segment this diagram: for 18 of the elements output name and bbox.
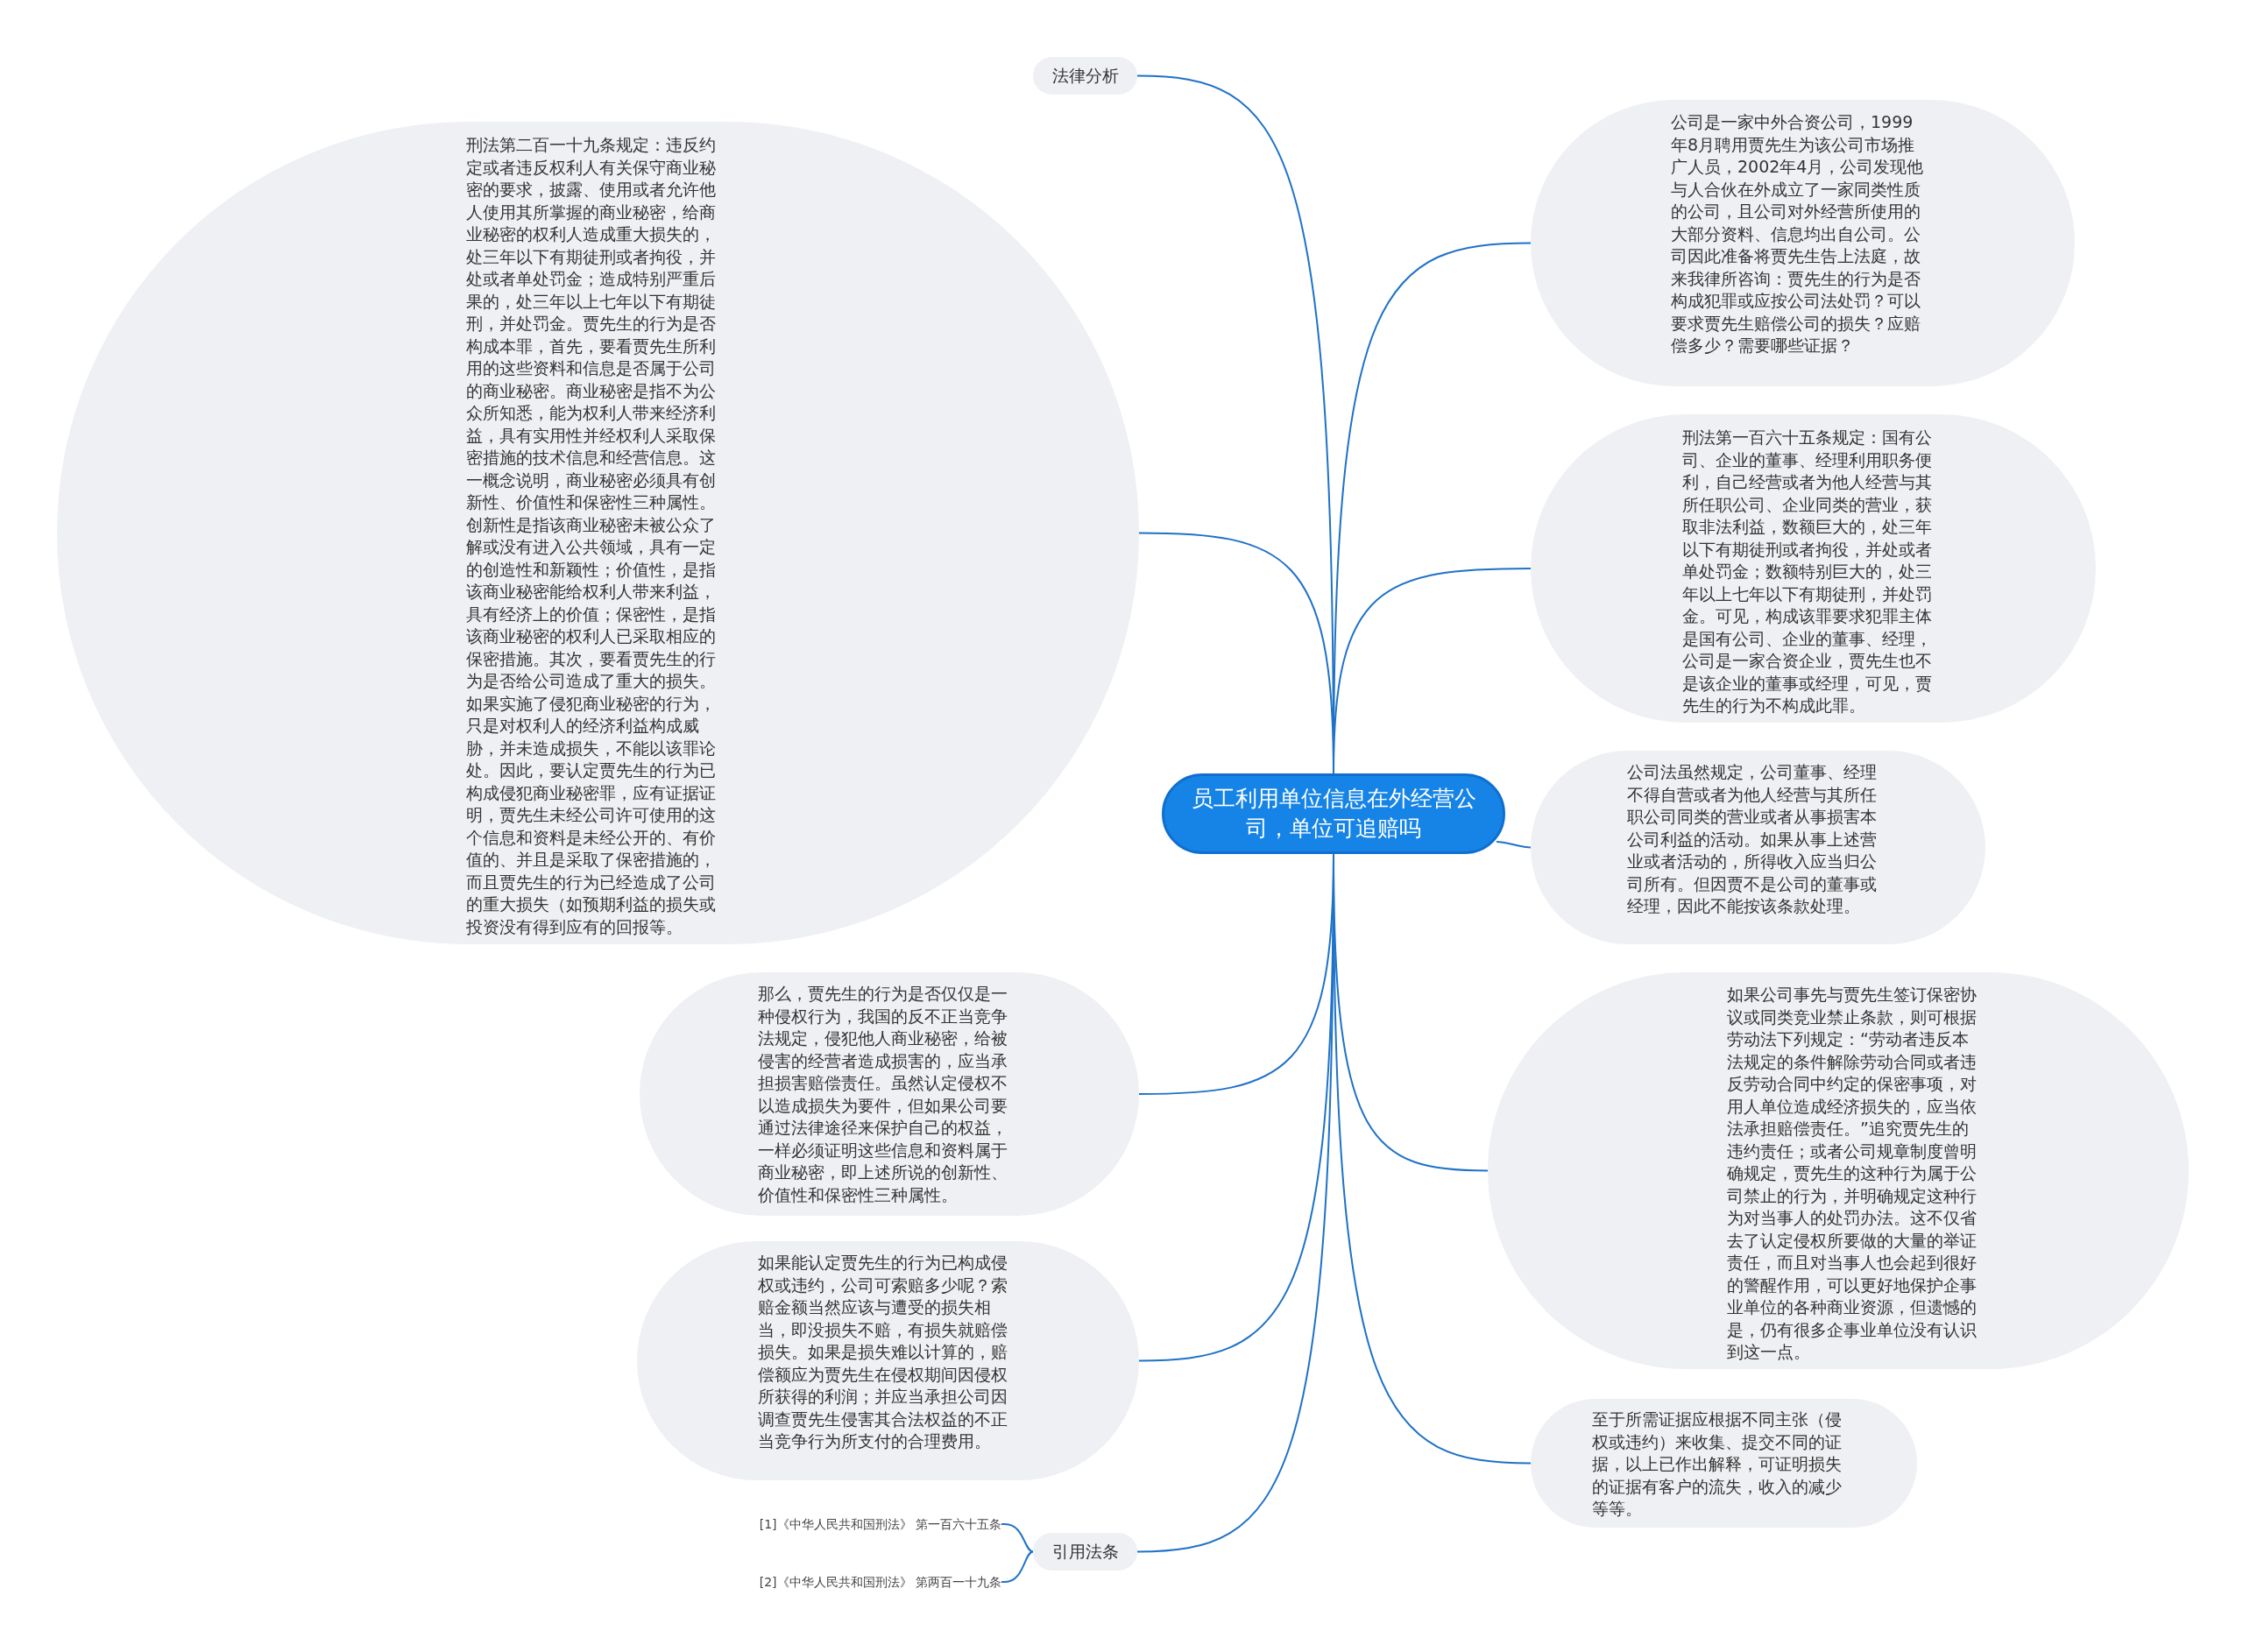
paragraph-text: 刑法第二百一十九条规定：违反约定或者违反权利人有关保守商业秘密的要求，披露、使用或者允许他人使用其所掌握的商业秘密，给商业秘密的权利人造成重大损失的，处三年以下有期徒刑或者拘役，并处或者单处罚金；造成特别严重后果的，处三年以上七年以下有期徒刑，并处罚金。贾先生的行为是否构成本罪，首先，要看贾先生所利用的这些资料和信息是否属于公司的商业秘密。商业秘密是指不为公众所知悉，能为权利人带来经济利益，具有实用性并经权利人采取保密措施的技术信息和经营信息。这一概念说明，商业秘密必须具有创新性、价值性和保密性三种属性。创新性是指该商业秘密未被公众了解或没有进入公共领域，具有一定的创造性和新颖性；价值性，是指该商业秘密能给权利人带来利益，具有经济上的价值；保密性，是指该商业秘密的权利人已采取相应的保密措施。其次，要看贾先生的行为是否给公司造成了重大的损失。如果实施了侵犯商业秘密的行为，只是对权利人的经济利益构成威胁，并未造成损失，不能以该罪论处。因此，要认定贾先生的行为已构成侵犯商业秘密罪，应有证据证明，贾先生未经公司许可使用的这个信息和资料是未经公开的、有价值的、并且是采取了保密措施的，而且贾先生的行为已经造成了公司的重大损失（如预期利益的损失或投资没有得到应有的回报等。: [466, 134, 717, 938]
connector-line: [1001, 1523, 1034, 1553]
reference-text: [2]《中华人民共和国刑法》 第两百一十九条: [759, 1571, 1001, 1593]
paragraph-text: 如果能认定贾先生的行为已构成侵权或违约，公司可索赔多少呢？索赔金额当然应该与遭受的损失相当，即没损失不赔，有损失就赔偿损失。如果是损失难以计算的，赔偿额应为贾先生在侵权期间因侵权所获得的利润；并应当承担公司因调查贾先生侵害其合法权益的不正当竞争行为所支付的合理费用。: [758, 1252, 1008, 1452]
paragraph-text: 公司是一家中外合资公司，1999年8月聘用贾先生为该公司市场推广人员，2002年4月，公司发现他与人合伙在外成立了一家同类性质的公司，且公司对外经营所使用的大部分资料、信息均出自公司。公司因此准备将贾先生告上法庭，故来我律所咨询：贾先生的行为是否构成犯罪或应按公司法处罚？可以要求贾先生赔偿公司的损失？应赔偿多少？需要哪些证据？: [1671, 111, 1925, 357]
branch-title: 引用法条: [1051, 1540, 1119, 1563]
paragraph-text: 那么，贾先生的行为是否仅仅是一种侵权行为，我国的反不正当竞争法规定，侵犯他人商业秘密，给被侵害的经营者造成损害的，应当承担损害赔偿责任。虽然认定侵权不以造成损失为要件，但如果公司要通过法律途径来保护自己的权益，一样必须证明这些信息和资料属于商业秘密，即上述所说的创新性、价值性和保密性三种属性。: [758, 983, 1008, 1206]
branch-label: [1033, 57, 1137, 95]
topic-title: 员工利用单位信息在外经营公司，单位可追赔吗: [1190, 785, 1477, 843]
paragraph-text: 公司法虽然规定，公司董事、经理不得自营或者为他人经营与其所任职公司同类的营业或者从事损害本公司利益的活动。如果从事上述营业或者活动的，所得收入应当归公司所有。但因贾不是公司的董事或经理，因此不能按该条款处理。: [1627, 761, 1878, 917]
paragraph-text: 至于所需证据应根据不同主张（侵权或违约）来收集、提交不同的证据，以上已作出解释，可证明损失的证据有客户的流失，收入的减少等等。: [1592, 1408, 1843, 1520]
branch-label: [1033, 1533, 1137, 1571]
reference-text: [1]《中华人民共和国刑法》 第一百六十五条: [759, 1513, 1001, 1536]
branch-title: 法律分析: [1051, 64, 1119, 87]
paragraph-text: 刑法第一百六十五条规定：国有公司、企业的董事、经理利用职务便利，自己经营或者为他人经营与其所任职公司、企业同类的营业，获取非法利益，数额巨大的，处三年以下有期徒刑或者拘役，并处或者单处罚金；数额特别巨大的，处三年以上七年以下有期徒刑，并处罚金。可见，构成该罪要求犯罪主体是国有公司、企业的董事、经理，公司是一家合资企业，贾先生也不是该企业的董事或经理，可见，贾先生的行为不构成此罪。: [1682, 427, 1933, 717]
connector-line: [1001, 1550, 1034, 1583]
paragraph-text: 如果公司事先与贾先生签订保密协议或同类竞业禁止条款，则可根据劳动法下列规定：“劳动者违反本法规定的条件解除劳动合同或者违反劳动合同中约定的保密事项，对用人单位造成经济损失的，应当依法承担赔偿责任。”追究贾先生的违约责任；或者公司规章制度曾明确规定，贾先生的这种行为属于公司禁止的行为，并明确规定这种行为对当事人的处罚办法。这不仅省去了认定侵权所要做的大量的举证责任，而且对当事人也会起到很好的警醒作用，可以更好地保护企事业单位的各种商业资源，但遗憾的是，仍有很多企事业单位没有认识到这一点。: [1727, 984, 1978, 1363]
connector-line: [1496, 841, 1532, 849]
